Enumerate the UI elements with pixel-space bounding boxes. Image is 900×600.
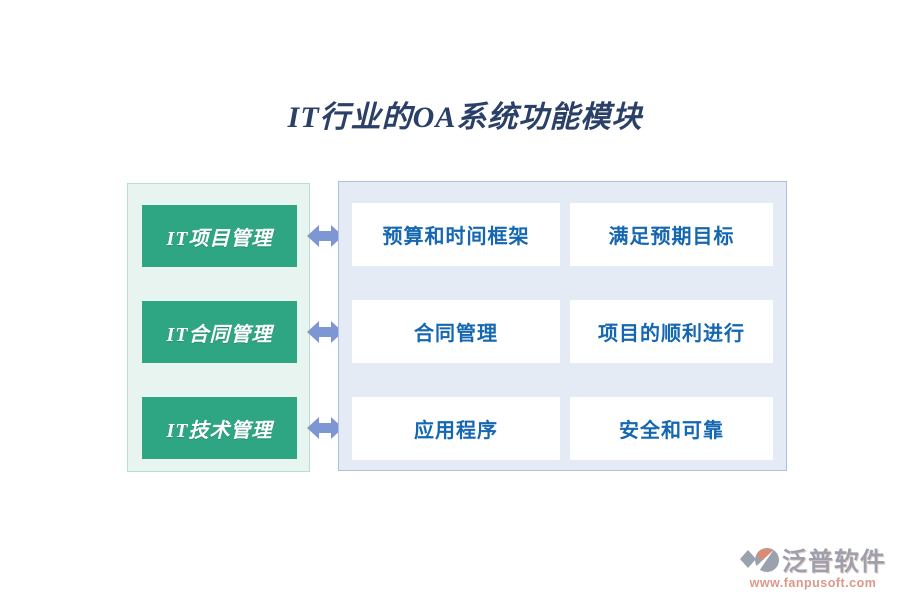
- function-card-label: 合同管理: [414, 323, 498, 345]
- function-card-label: 应用程序: [414, 420, 498, 442]
- double-arrow-icon: [307, 414, 343, 442]
- function-card-label: 满足预期目标: [608, 226, 735, 248]
- double-arrow-icon: [307, 318, 343, 346]
- module-it-project-management: IT项目管理: [142, 205, 297, 267]
- function-card-label: 安全和可靠: [619, 420, 724, 442]
- module-label: IT合同管理: [166, 323, 273, 346]
- function-card-grid: 预算和时间框架 满足预期目标 合同管理 项目的顺利进行 应用程序 安全和可靠: [352, 203, 786, 460]
- function-card: 合同管理: [352, 300, 560, 363]
- function-card: 项目的顺利进行: [570, 300, 773, 363]
- function-card-label: 项目的顺利进行: [598, 323, 745, 345]
- function-card: 安全和可靠: [570, 397, 773, 460]
- double-arrow-icon: [307, 222, 343, 250]
- vendor-watermark: 泛普软件 www.fanpusoft.com: [739, 542, 886, 590]
- function-detail-panel: 预算和时间框架 满足预期目标 合同管理 项目的顺利进行 应用程序 安全和可靠: [338, 181, 787, 471]
- diagram-title: IT行业的OA系统功能模块: [287, 101, 643, 134]
- function-card-label: 预算和时间框架: [382, 226, 530, 248]
- module-it-contract-management: IT合同管理: [142, 301, 297, 363]
- function-card: 满足预期目标: [570, 203, 773, 266]
- vendor-url: www.fanpusoft.com: [749, 576, 877, 590]
- vendor-name: 泛普软件: [781, 549, 886, 576]
- module-it-technology-management: IT技术管理: [142, 397, 297, 459]
- fanpu-logo-icon: [739, 545, 780, 575]
- module-label: IT技术管理: [166, 419, 273, 442]
- module-label: IT项目管理: [166, 227, 273, 250]
- module-group-panel: IT项目管理 IT合同管理 IT技术管理: [127, 183, 310, 472]
- function-card: 应用程序: [352, 397, 560, 460]
- function-card: 预算和时间框架: [352, 203, 560, 266]
